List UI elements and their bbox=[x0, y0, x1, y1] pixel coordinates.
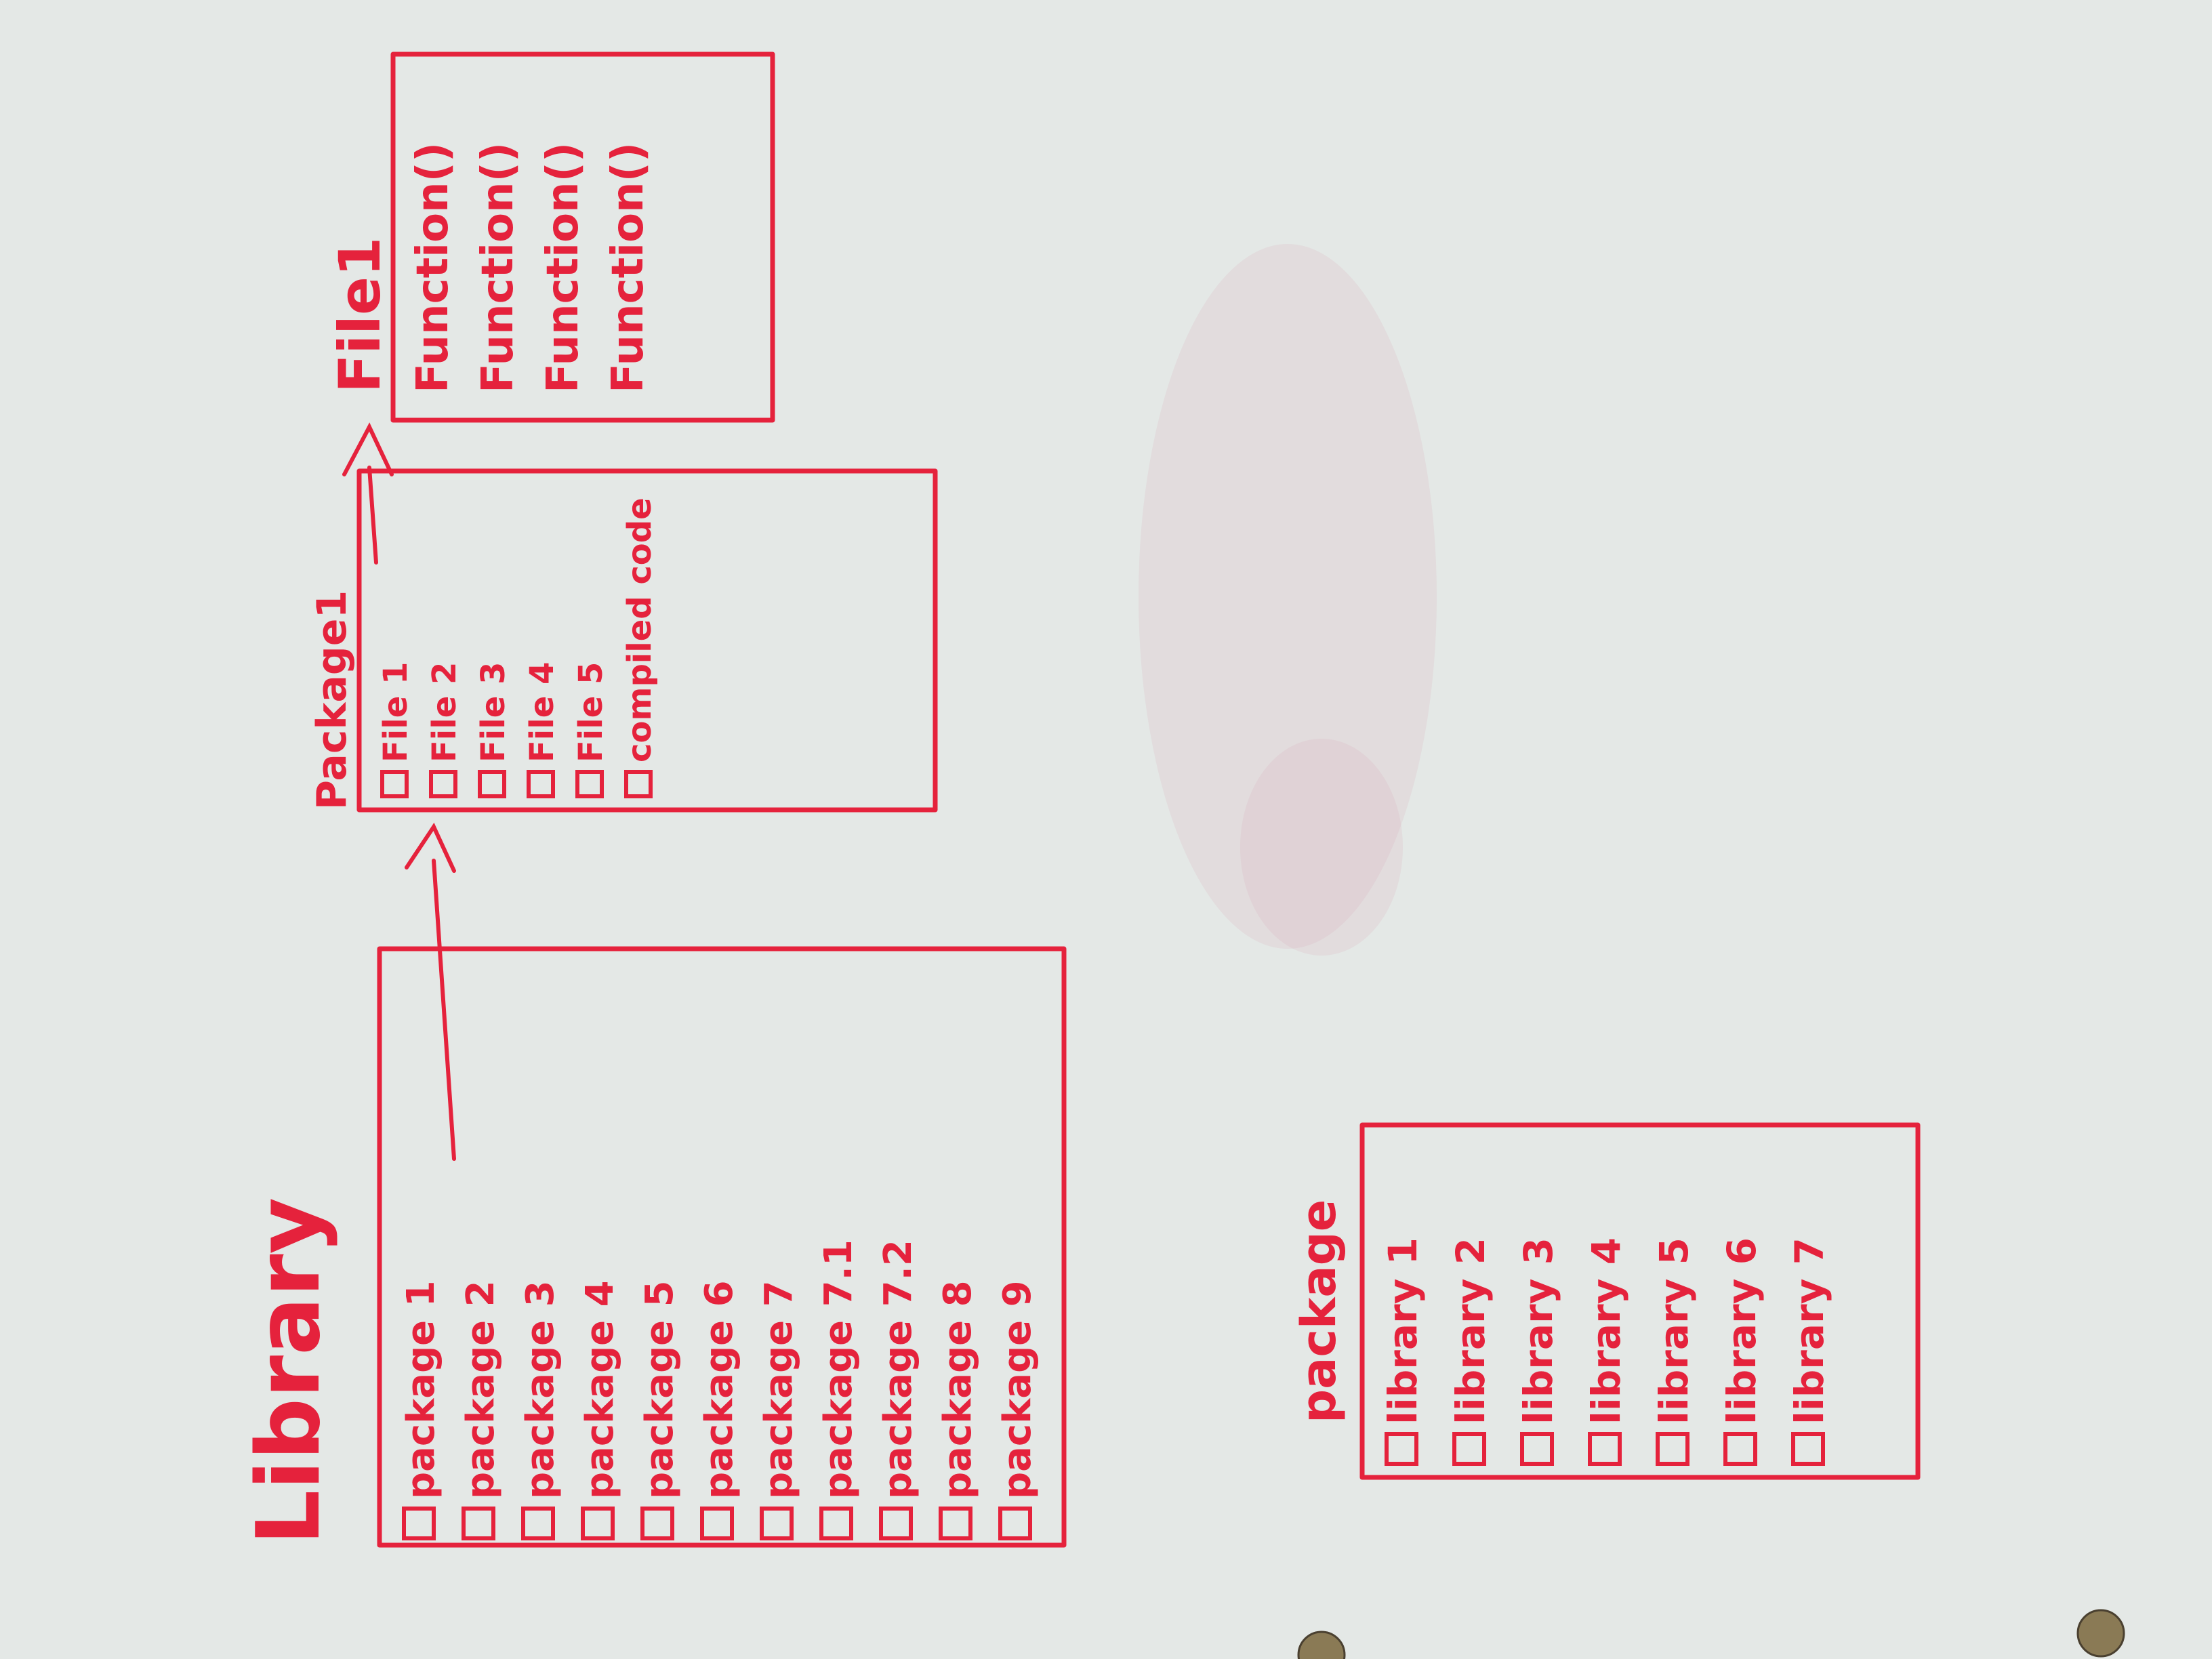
library-checkbox-1 bbox=[402, 1507, 436, 1540]
library-item-2: package 2 bbox=[459, 1280, 503, 1499]
package1-item-5: File 5 bbox=[572, 662, 610, 762]
package1-checkbox-5 bbox=[575, 770, 604, 798]
package1-title: Package1 bbox=[308, 590, 356, 810]
wall-screw-right bbox=[2076, 1609, 2125, 1658]
library-item-1: package 1 bbox=[399, 1280, 443, 1499]
file1-item-2: Function() bbox=[473, 142, 523, 393]
package-checkbox-5 bbox=[1656, 1432, 1689, 1466]
file1-items: Function() Function() Function() Function() bbox=[408, 142, 653, 393]
package-checkbox-4 bbox=[1588, 1432, 1622, 1466]
package1-items: File 1 File 2 File 3 File 4 File 5 compiled c… bbox=[377, 497, 659, 798]
library-checkbox-5 bbox=[640, 1507, 674, 1540]
package1-item-6: compiled code bbox=[621, 497, 659, 762]
package-title: package bbox=[1291, 1200, 1347, 1423]
package-items: library 1 library 2 library 3 library 4 libr… bbox=[1380, 1237, 1832, 1466]
package1-checkbox-2 bbox=[429, 770, 457, 798]
library-checkbox-3 bbox=[521, 1507, 555, 1540]
package-item-4: library 4 bbox=[1583, 1237, 1629, 1425]
library-checkbox-6 bbox=[700, 1507, 734, 1540]
package1-box bbox=[356, 468, 938, 813]
file1-box bbox=[390, 52, 775, 423]
package-checkbox-1 bbox=[1385, 1432, 1418, 1466]
package1-item-2: File 2 bbox=[426, 662, 464, 762]
package-item-2: library 2 bbox=[1448, 1237, 1494, 1425]
library-title: Library bbox=[239, 1197, 340, 1545]
library-checkbox-4 bbox=[581, 1507, 615, 1540]
library-checkbox-10 bbox=[939, 1507, 972, 1540]
package1-checkbox-4 bbox=[527, 770, 555, 798]
package1-checkbox-3 bbox=[478, 770, 506, 798]
file1-title: File1 bbox=[327, 237, 393, 393]
library-item-7: package 7 bbox=[757, 1280, 801, 1499]
file1-item-1: Function() bbox=[408, 142, 458, 393]
package-box bbox=[1359, 1122, 1921, 1480]
package-checkbox-7 bbox=[1791, 1432, 1825, 1466]
library-item-11: package 9 bbox=[996, 1280, 1040, 1499]
eraser-smudge bbox=[1139, 244, 1437, 949]
file1-item-3: Function() bbox=[538, 142, 588, 393]
library-item-10: package 8 bbox=[936, 1280, 980, 1499]
library-checkbox-8 bbox=[819, 1507, 853, 1540]
library-checkbox-2 bbox=[462, 1507, 495, 1540]
library-item-3: package 3 bbox=[518, 1280, 562, 1499]
package-checkbox-6 bbox=[1723, 1432, 1757, 1466]
package-item-3: library 3 bbox=[1515, 1237, 1561, 1425]
wall-screw-left bbox=[1297, 1631, 1346, 1659]
package-item-1: library 1 bbox=[1380, 1237, 1426, 1425]
package-checkbox-2 bbox=[1452, 1432, 1486, 1466]
eraser-smudge-small bbox=[1240, 739, 1403, 956]
arrow-library-to-package1 bbox=[405, 822, 456, 1161]
library-item-8: package 7.1 bbox=[817, 1240, 861, 1499]
library-checkbox-7 bbox=[760, 1507, 794, 1540]
library-box bbox=[377, 946, 1067, 1548]
package-item-7: library 7 bbox=[1786, 1237, 1832, 1425]
package1-checkbox-1 bbox=[380, 770, 409, 798]
library-item-4: package 4 bbox=[578, 1280, 622, 1499]
package1-item-1: File 1 bbox=[377, 662, 415, 762]
package1-item-4: File 4 bbox=[523, 662, 561, 762]
library-checkbox-9 bbox=[879, 1507, 913, 1540]
package-checkbox-3 bbox=[1520, 1432, 1554, 1466]
file1-group: File1 Function()Function()Function()Func… bbox=[327, 52, 775, 423]
package1-group: Package1 File 1 File 2 File 3 File 4 File 5 c… bbox=[308, 468, 938, 813]
library-item-6: package 6 bbox=[697, 1280, 741, 1499]
package1-item-3: File 3 bbox=[474, 662, 512, 762]
library-item-5: package 5 bbox=[638, 1280, 682, 1499]
file1-item-4: Function() bbox=[603, 142, 653, 393]
package-item-5: library 5 bbox=[1651, 1237, 1697, 1425]
library-checkbox-11 bbox=[998, 1507, 1032, 1540]
package-item-6: library 6 bbox=[1719, 1237, 1765, 1425]
library-item-9: package 7.2 bbox=[876, 1240, 920, 1499]
package1-checkbox-6 bbox=[624, 770, 653, 798]
library-items: package 1 package 2 package 3 package 4 pack… bbox=[399, 1240, 1040, 1540]
arrow-package1-to-file1 bbox=[342, 422, 394, 565]
